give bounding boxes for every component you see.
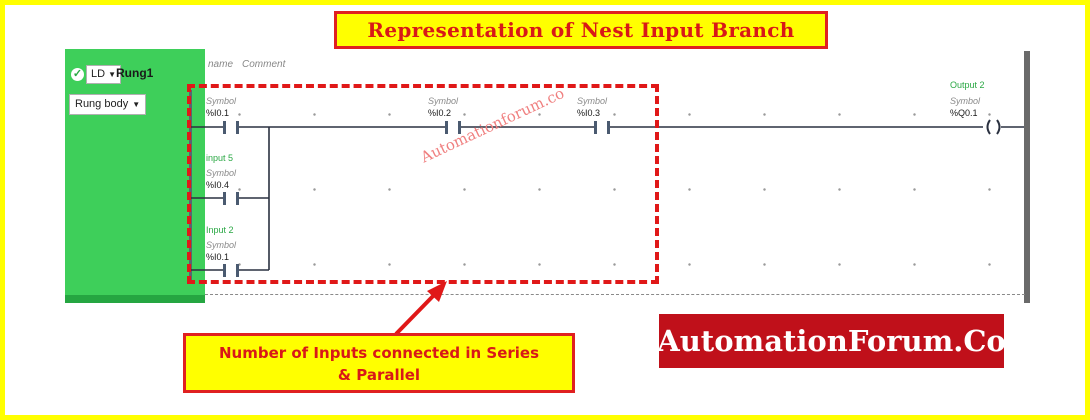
- contact-plate: [236, 264, 239, 277]
- coil-icon: [986, 119, 1001, 135]
- rung-body-label: Rung body: [75, 98, 129, 110]
- contact-symbols: [223, 121, 610, 277]
- rung-comment-field[interactable]: Comment: [242, 59, 286, 70]
- chevron-down-icon: ▼: [132, 100, 141, 109]
- highlight-box: [187, 84, 659, 284]
- contact-plate: [223, 192, 226, 205]
- contact-3-symbol[interactable]: Symbol: [577, 96, 608, 106]
- contact-1-symbol[interactable]: Symbol: [206, 96, 237, 106]
- contact-4-name: input 5: [206, 153, 234, 163]
- language-select[interactable]: LD ▼: [86, 65, 121, 84]
- callout-box: Number of Inputs connected in Series & P…: [183, 333, 575, 393]
- contact-plate: [607, 121, 610, 134]
- contact-plate: [236, 121, 239, 134]
- check-icon[interactable]: ✓: [71, 68, 84, 81]
- rung-divider: [65, 47, 205, 49]
- chevron-down-icon: ▼: [108, 70, 116, 79]
- contact-plate: [594, 121, 597, 134]
- arrow-head-icon: [427, 281, 447, 302]
- contact-plate: [458, 121, 461, 134]
- contact-plate: [223, 264, 226, 277]
- coil-name: Output 2: [950, 80, 985, 90]
- rung-name-field[interactable]: name: [208, 59, 234, 70]
- contact-plate: [236, 192, 239, 205]
- coil-symbol[interactable]: Symbol: [950, 96, 981, 106]
- contact-2-symbol[interactable]: Symbol: [428, 96, 459, 106]
- contact-plate: [223, 121, 226, 134]
- contact-4-symbol[interactable]: Symbol: [206, 168, 237, 178]
- contact-1-address[interactable]: %I0.1: [206, 108, 230, 118]
- contact-4-address[interactable]: %I0.4: [206, 180, 230, 190]
- rung-end-divider: [205, 294, 1025, 295]
- brand-logo: AutomationForum.Co: [657, 314, 1006, 368]
- right-power-rail: [1024, 51, 1030, 303]
- coil-address[interactable]: %Q0.1: [950, 108, 978, 118]
- arrow-shaft: [394, 290, 439, 336]
- rung-panel-footer: [65, 295, 205, 303]
- rung-panel[interactable]: [65, 49, 205, 303]
- contact-2-address[interactable]: %I0.2: [428, 108, 452, 118]
- editor-grid: [205, 45, 1031, 303]
- rung-body-select[interactable]: Rung body ▼: [69, 94, 147, 115]
- language-label: LD: [91, 68, 106, 80]
- contact-5-symbol[interactable]: Symbol: [206, 240, 237, 250]
- callout-line-1: Number of Inputs connected in Series: [218, 344, 540, 362]
- callout-line-2: & Parallel: [337, 366, 421, 384]
- ladder-editor[interactable]: ✓ LD ▼ Rung1 Rung body ▼ name Comment: [65, 45, 1033, 303]
- contact-plate: [445, 121, 448, 134]
- contact-5-name: Input 2: [206, 225, 234, 235]
- ladder-wiring: [191, 119, 1024, 277]
- contact-5-address[interactable]: %I0.1: [206, 252, 230, 262]
- contact-3-address[interactable]: %I0.3: [577, 108, 601, 118]
- rung-name[interactable]: Rung1: [116, 66, 154, 80]
